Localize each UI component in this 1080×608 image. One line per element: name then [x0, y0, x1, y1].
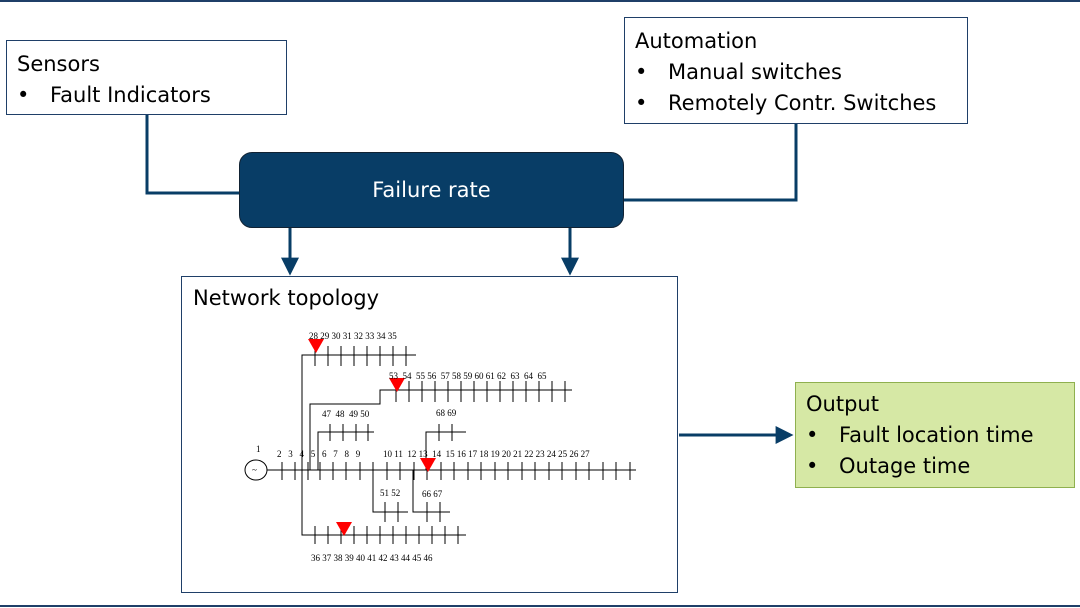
lateral-bottom — [301, 470, 466, 544]
sensors-item: Fault Indicators — [17, 80, 286, 111]
bus-labels-main-right: 10 11 12 13 14 15 16 17 18 19 20 21 22 2… — [383, 449, 590, 459]
generator-symbol: ~ — [252, 465, 257, 475]
sensors-title: Sensors — [17, 52, 100, 76]
bus-labels-branch2: 68 69 — [436, 408, 457, 418]
output-title: Output — [806, 392, 879, 416]
fault-indicator-icon — [336, 522, 352, 536]
output-box: Output Fault location time Outage time — [795, 382, 1075, 488]
output-list: Fault location time Outage time — [806, 420, 1074, 482]
failure-rate-label: Failure rate — [372, 178, 491, 202]
source-label: 1 — [256, 444, 261, 454]
automation-item: Manual switches — [635, 57, 967, 88]
lateral-branch1 — [317, 424, 374, 470]
lateral-upper — [301, 346, 416, 470]
automation-connector — [561, 124, 798, 276]
bus-labels-main-left: 2 3 4 5 6 7 8 9 — [277, 449, 361, 459]
bus-labels-second: 53 54 55 56 57 58 59 60 61 62 63 64 65 — [389, 371, 547, 381]
feeder-lines — [244, 346, 636, 544]
topology-title: Network topology — [193, 286, 380, 310]
lateral-lower-mid2 — [412, 470, 450, 522]
bus-labels-lower-mid: 51 52 — [380, 488, 400, 498]
bus-labels-upper: 28 29 30 31 32 33 34 35 — [309, 331, 397, 341]
automation-box: Automation Manual switches Remotely Cont… — [624, 17, 968, 124]
output-item: Outage time — [806, 451, 1074, 482]
lateral-lower-mid — [372, 470, 408, 522]
sensors-box: Sensors Fault Indicators — [6, 40, 287, 115]
fault-indicator-icon — [389, 378, 405, 392]
fault-indicator-icon — [308, 339, 324, 353]
main-bus-ticks — [281, 462, 631, 480]
bottom-rule — [0, 605, 1080, 607]
automation-list: Manual switches Remotely Contr. Switches — [635, 57, 967, 119]
top-rule — [0, 0, 1080, 2]
automation-item: Remotely Contr. Switches — [635, 88, 967, 119]
automation-title: Automation — [635, 29, 758, 53]
network-topology-box: Network topology — [181, 276, 678, 593]
bus-labels-branch1: 47 48 49 50 — [322, 409, 370, 419]
sensors-connector — [145, 115, 299, 276]
lateral-branch2 — [425, 424, 466, 470]
lateral-second — [309, 381, 572, 470]
fault-indicator-icon — [420, 458, 436, 472]
failure-rate-box: Failure rate — [239, 152, 624, 228]
bus-labels-lower-mid2: 66 67 — [422, 489, 443, 499]
fault-indicators — [308, 339, 436, 536]
bus-labels-bottom: 36 37 38 39 40 41 42 43 44 45 46 — [311, 553, 433, 563]
sensors-list: Fault Indicators — [17, 80, 286, 111]
output-item: Fault location time — [806, 420, 1074, 451]
